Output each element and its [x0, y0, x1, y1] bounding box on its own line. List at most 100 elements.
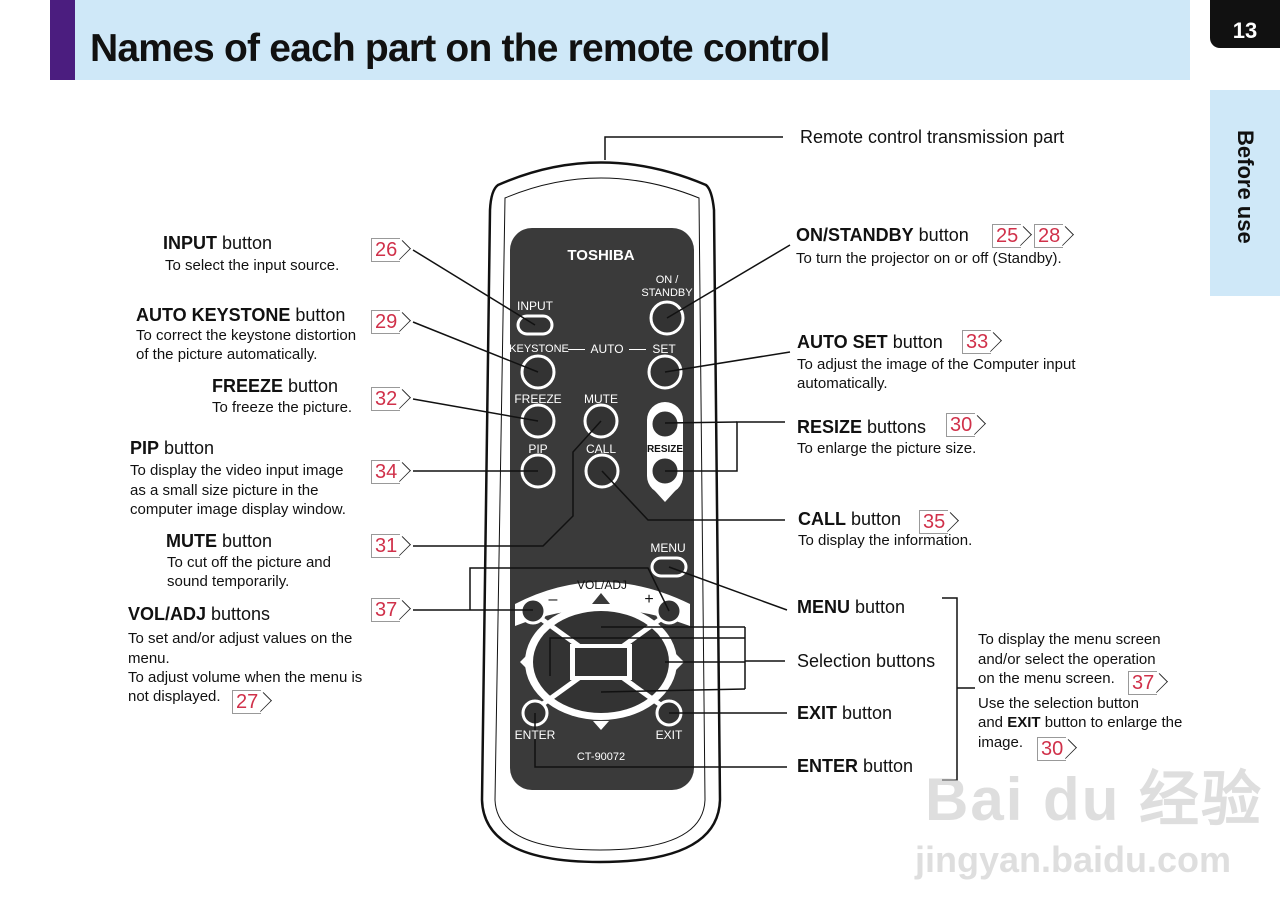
leader-transmission	[604, 136, 783, 160]
leader-keystone	[412, 321, 539, 373]
label-pip: PIP	[528, 442, 548, 456]
page-ref-link[interactable]: 25	[992, 224, 1022, 248]
menu-note-4: Use the selection button	[978, 695, 1139, 712]
page-ref-link[interactable]: 37	[371, 598, 401, 622]
vol-adj-desc-4: not displayed.	[128, 688, 221, 705]
label-minus: –	[548, 591, 558, 608]
freeze-desc: To freeze the picture.	[212, 399, 353, 416]
label-menu: MENU	[650, 541, 686, 555]
menu-note-2: and/or select the operation	[978, 651, 1156, 668]
auto-keystone-heading: AUTO KEYSTONE button	[136, 305, 346, 325]
left-arrow-icon	[520, 654, 528, 670]
auto-set-desc-1: To adjust the image of the Computer inpu…	[797, 356, 1076, 373]
page-ref-link[interactable]: 28	[1034, 224, 1064, 248]
watermark-url: jingyan.baidu.com	[915, 839, 1232, 880]
remote-outer-body	[480, 161, 722, 864]
header-bar	[50, 0, 1190, 80]
pip-desc-1: To display the video input image	[130, 462, 344, 479]
call-heading: CALL button	[798, 509, 902, 529]
page-ref-link[interactable]: 33	[962, 330, 992, 354]
label-exit: EXIT	[655, 728, 683, 742]
input-heading: INPUT button	[163, 233, 273, 253]
label-vol-adj: VOL/ADJ	[576, 578, 628, 592]
on-standby-heading: ON/STANDBY button	[796, 225, 969, 245]
page-ref-link[interactable]: 35	[919, 510, 949, 534]
label-resize: RESIZE	[646, 444, 684, 455]
leader-resize	[665, 421, 785, 472]
label-input: INPUT	[517, 299, 553, 313]
pip-desc-2: as a small size picture in the	[130, 482, 319, 499]
page-ref-link[interactable]: 26	[371, 238, 401, 262]
leader-menu	[668, 566, 788, 611]
input-desc: To select the input source.	[165, 257, 340, 274]
mute-desc-1: To cut off the picture and	[167, 554, 331, 571]
call-desc: To display the information.	[798, 532, 973, 549]
leader-on-standby	[666, 244, 791, 319]
label-set: SET	[652, 342, 676, 356]
remote-model: CT-90072	[576, 751, 626, 763]
leader-enter	[534, 713, 787, 768]
menu-note-1: To display the menu screen	[978, 631, 1161, 648]
pip-desc-3: computer image display window.	[130, 501, 346, 518]
resize-up-button	[649, 408, 681, 440]
resize-down-arrow-icon	[655, 491, 675, 502]
leader-auto-set	[664, 351, 791, 373]
auto-set-desc-2: automatically.	[797, 375, 888, 392]
menu-heading: MENU button	[797, 597, 906, 617]
page-ref-link[interactable]: 34	[371, 460, 401, 484]
auto-dash-left	[568, 349, 585, 350]
auto-keystone-desc-2: of the picture automatically.	[136, 346, 318, 363]
vol-adj-desc-2: menu.	[128, 650, 170, 667]
auto-keystone-desc-1: To correct the keystone distortion	[136, 327, 357, 344]
vol-minus-button	[519, 597, 547, 625]
label-keystone: KEYSTONE	[509, 343, 569, 355]
label-call: CALL	[585, 442, 617, 456]
menu-group-bracket	[942, 597, 958, 781]
label-enter: ENTER	[514, 728, 556, 742]
page-ref-link[interactable]: 27	[232, 690, 262, 714]
page-ref-link[interactable]: 32	[371, 387, 401, 411]
vol-up-arrow-icon	[592, 593, 610, 604]
section-tab[interactable]: Before use	[1210, 90, 1280, 296]
leader-freeze	[412, 398, 539, 422]
freeze-heading: FREEZE button	[212, 376, 339, 396]
header-stripe	[50, 0, 75, 80]
mute-desc-2: sound temporarily.	[167, 573, 290, 590]
mute-heading: MUTE button	[166, 531, 273, 551]
label-freeze: FREEZE	[514, 392, 562, 406]
leader-input	[412, 249, 536, 326]
exit-heading: EXIT button	[797, 703, 893, 723]
menu-note-6: image.	[978, 734, 1024, 751]
remote-brand: TOSHIBA	[567, 247, 635, 264]
enter-heading: ENTER button	[797, 756, 914, 776]
leader-vol-plus	[469, 567, 670, 612]
page-ref-link[interactable]: 30	[946, 413, 976, 437]
label-auto: AUTO	[590, 342, 624, 356]
vol-adj-desc-1: To set and/or adjust values on the	[128, 630, 353, 647]
resize-heading: RESIZE buttons	[797, 417, 927, 437]
watermark-logo: Bai du 经验	[925, 766, 1264, 833]
vol-adj-desc-3: To adjust volume when the menu is	[128, 669, 363, 686]
leader-mute	[413, 420, 602, 547]
page-number: 13	[1210, 0, 1280, 48]
resize-desc: To enlarge the picture size.	[797, 440, 977, 457]
page-title: Names of each part on the remote control	[90, 27, 830, 70]
page-ref-link[interactable]: 37	[1128, 671, 1158, 695]
down-arrow-icon	[593, 721, 609, 730]
label-on: ON /	[655, 274, 679, 286]
pip-heading: PIP button	[130, 438, 215, 458]
menu-note-3: on the menu screen.	[978, 670, 1115, 687]
label-standby: STANDBY	[641, 287, 693, 299]
vol-adj-heading: VOL/ADJ buttons	[128, 604, 271, 624]
menu-note-5: and EXIT button to enlarge the	[978, 714, 1183, 731]
transmission-label: Remote control transmission part	[800, 127, 1065, 147]
page-ref-link[interactable]: 31	[371, 534, 401, 558]
on-standby-desc: To turn the projector on or off (Standby…	[796, 250, 1062, 267]
label-plus: +	[644, 591, 654, 608]
section-tab-label: Before use	[1233, 130, 1258, 244]
auto-dash-right	[629, 349, 646, 350]
page-ref-link[interactable]: 29	[371, 310, 401, 334]
auto-set-heading: AUTO SET button	[797, 332, 943, 352]
page-ref-link[interactable]: 30	[1037, 737, 1067, 761]
